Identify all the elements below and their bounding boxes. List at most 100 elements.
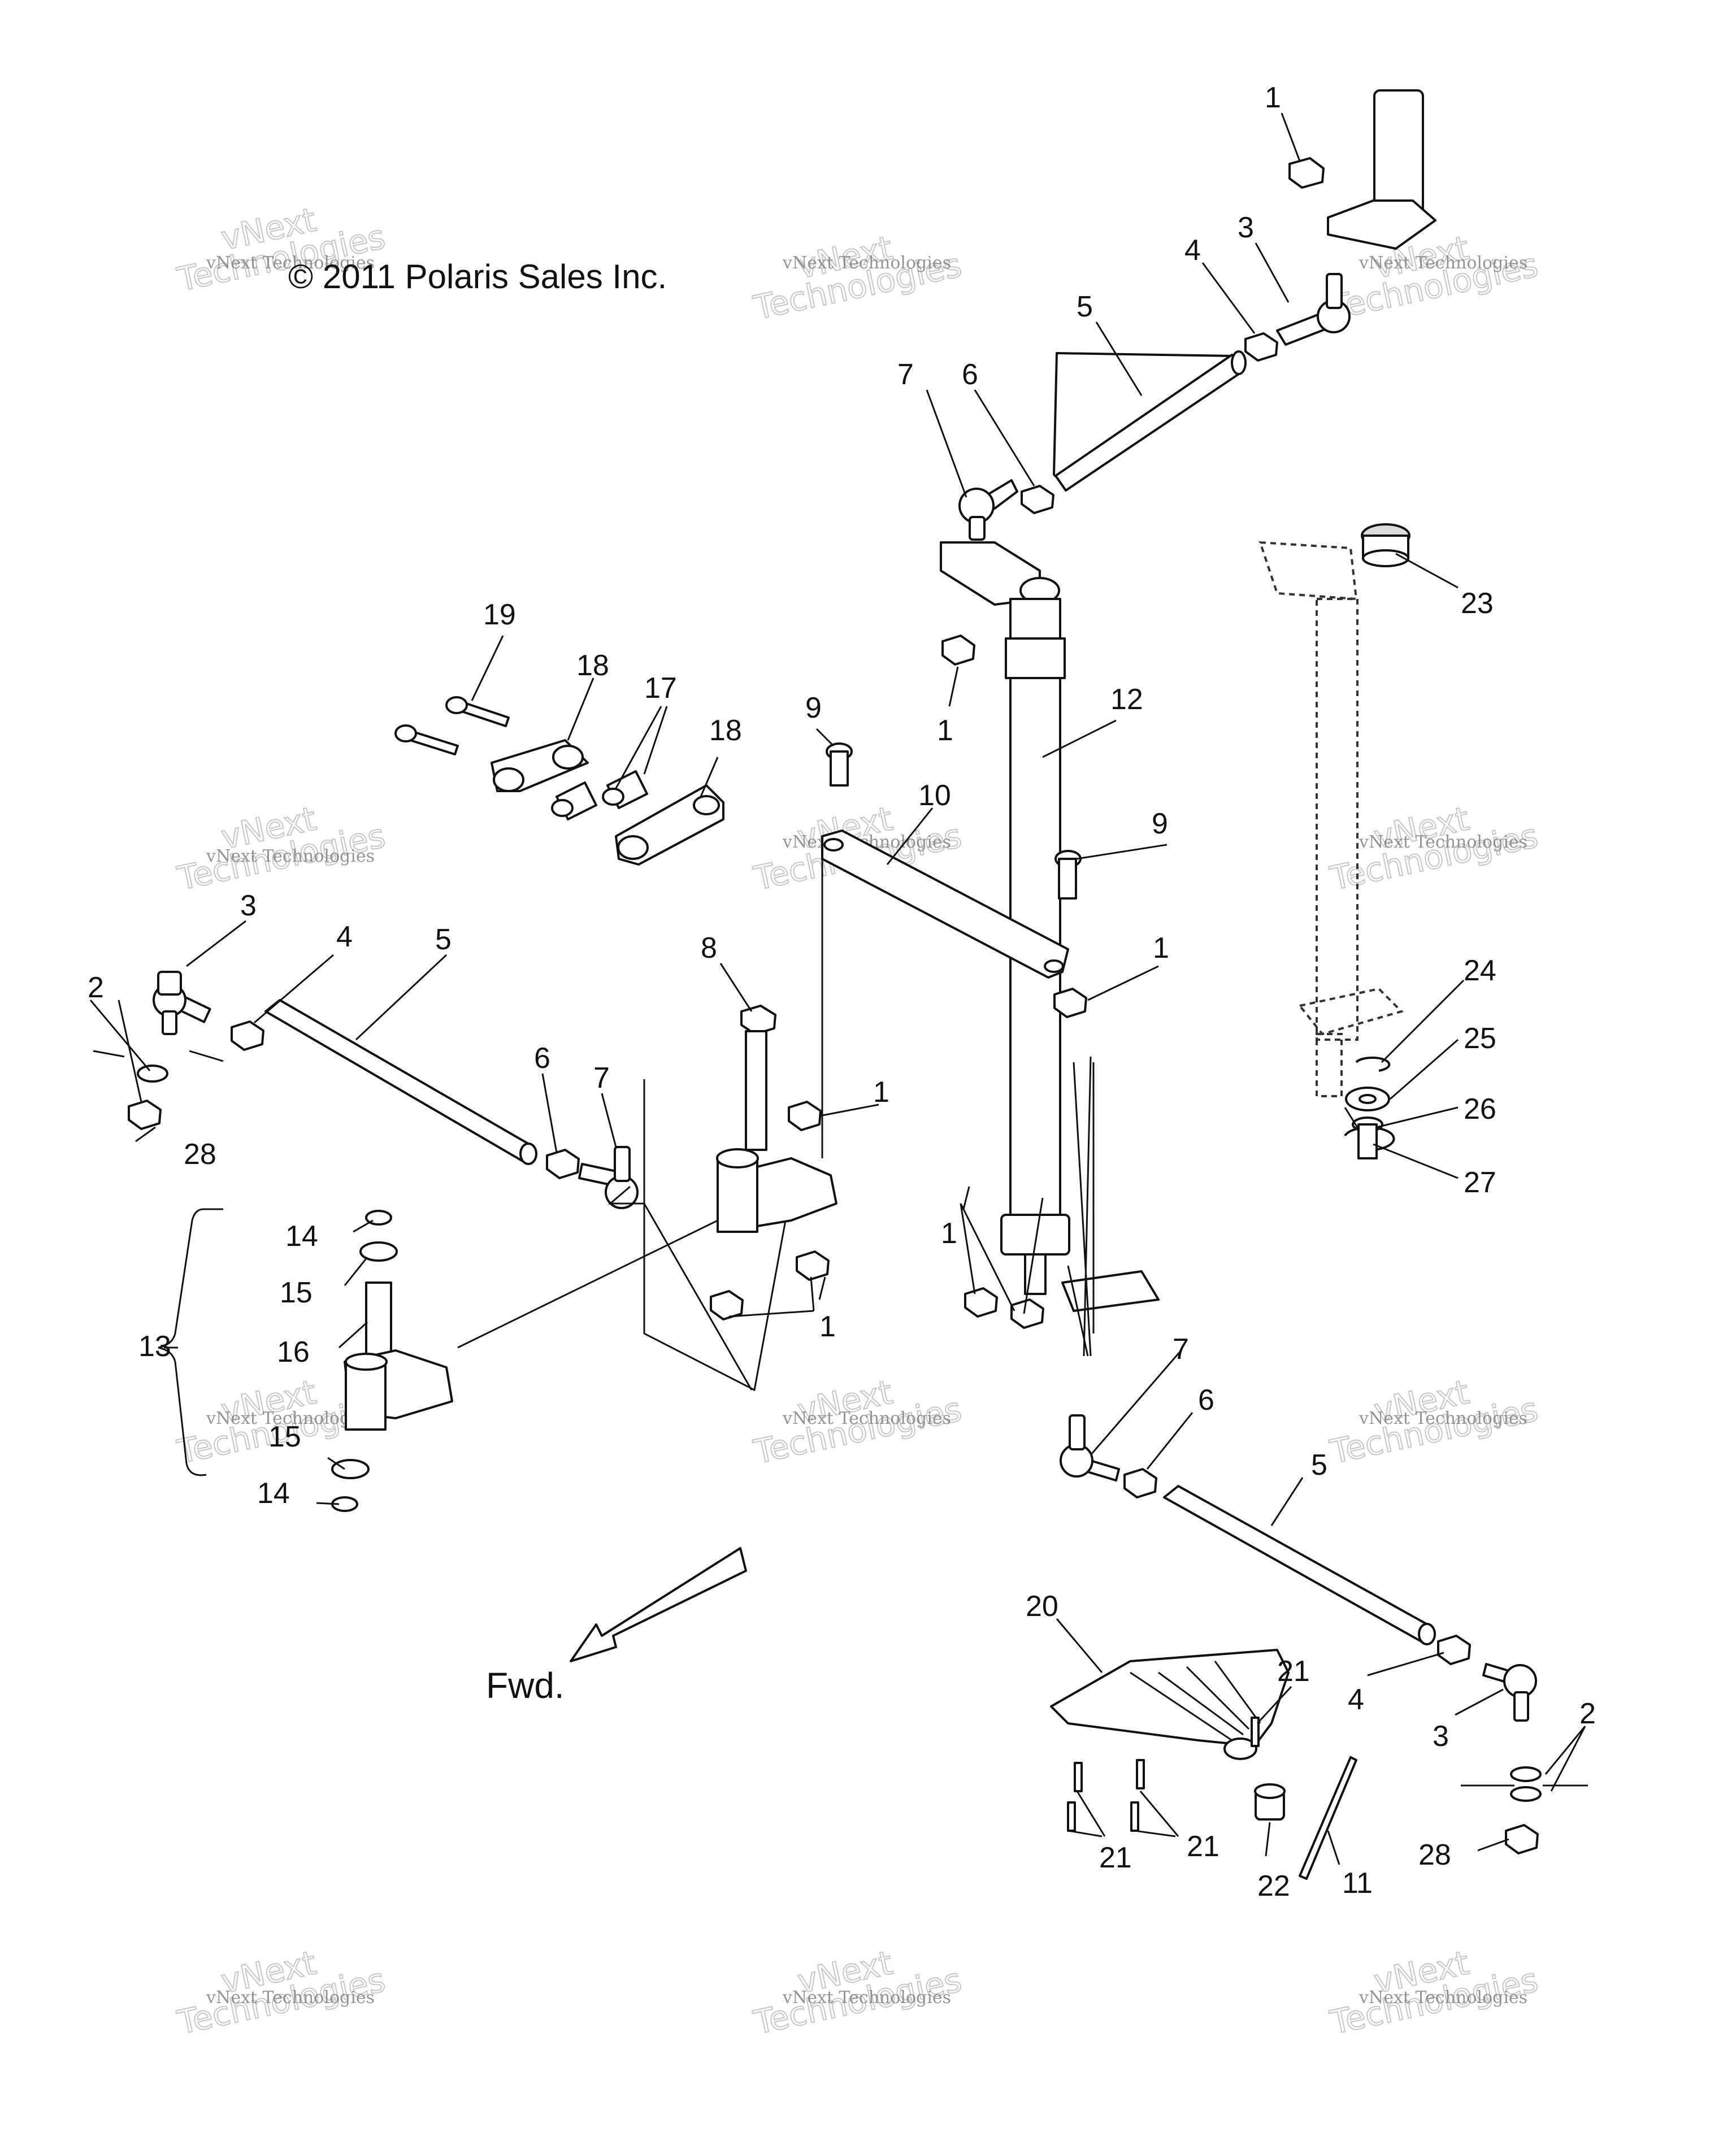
callout-18: 18 xyxy=(576,649,609,682)
steering-post-upper xyxy=(1327,89,1436,250)
bolt-9-right xyxy=(1054,850,1082,900)
callout-6: 6 xyxy=(962,358,978,391)
forward-arrow-icon xyxy=(570,1547,747,1662)
tie-rod-left xyxy=(264,999,537,1165)
callout-4: 4 xyxy=(1184,234,1201,267)
watermark-text: vNext Technologies xyxy=(1359,832,1527,852)
leader-lines xyxy=(89,112,1588,1865)
callout-1: 1 xyxy=(1153,932,1169,965)
callout-13: 13 xyxy=(138,1330,171,1363)
washer-2-left xyxy=(137,1065,168,1083)
callout-15: 15 xyxy=(268,1420,301,1453)
jam-nut-left-inner xyxy=(546,1149,580,1179)
nut-1-g xyxy=(710,1290,744,1320)
jam-nut-left xyxy=(231,1020,264,1051)
watermark-text: vNext Technologies xyxy=(782,1988,951,2008)
callout-1: 1 xyxy=(937,714,953,747)
tie-rod-upper xyxy=(1053,350,1247,492)
watermark-text: vNext Technologies xyxy=(206,846,375,866)
callout-6: 6 xyxy=(534,1042,550,1075)
callout-2: 2 xyxy=(1579,1697,1596,1730)
callout-6: 6 xyxy=(1198,1384,1214,1417)
bushing-26 xyxy=(1352,1117,1383,1159)
watermark: vNext Technologies xyxy=(750,1943,966,2042)
callout-21: 21 xyxy=(1187,1830,1219,1863)
callout-3: 3 xyxy=(1433,1720,1449,1753)
watermark-text: vNext Technologies xyxy=(206,253,375,273)
callout-15: 15 xyxy=(280,1276,313,1309)
callout-8: 8 xyxy=(701,932,717,965)
callout-10: 10 xyxy=(918,779,951,812)
callout-28: 28 xyxy=(1418,1839,1451,1871)
callout-5: 5 xyxy=(1311,1449,1327,1482)
boot-cover xyxy=(1050,1649,1290,1760)
watermark-text: vNext Technologies xyxy=(782,1409,951,1428)
callout-24: 24 xyxy=(1464,954,1496,987)
watermark: vNext Technologies xyxy=(173,798,389,898)
tie-rod-end-lower-right xyxy=(1060,1414,1120,1482)
steering-arm xyxy=(716,1148,837,1233)
callout-9: 9 xyxy=(805,692,822,724)
nut-1-b xyxy=(1053,988,1087,1018)
nut-1-e xyxy=(1010,1298,1044,1329)
bolt-9-left xyxy=(826,742,853,787)
callout-7: 7 xyxy=(593,1062,610,1094)
callout-1: 1 xyxy=(941,1217,957,1250)
washer-25 xyxy=(1345,1087,1390,1111)
callout-22: 22 xyxy=(1257,1870,1290,1902)
bushing-17 xyxy=(551,770,648,820)
callout-20: 20 xyxy=(1026,1590,1058,1623)
callout-2: 2 xyxy=(88,971,104,1004)
callout-7: 7 xyxy=(897,358,914,391)
callout-27: 27 xyxy=(1464,1166,1496,1199)
nut-top xyxy=(1288,157,1325,189)
watermarks: vNext Technologies vNext Technologies vN… xyxy=(173,199,1542,2042)
rivets-21 xyxy=(1067,1717,1260,1832)
tie-rod-end-lower-right-outer xyxy=(1482,1663,1537,1722)
callout-14: 14 xyxy=(285,1220,318,1253)
tie-rod-lower-right xyxy=(1163,1485,1436,1645)
callout-4: 4 xyxy=(336,920,353,953)
callout-21: 21 xyxy=(1099,1841,1132,1874)
tie-rod-end-left xyxy=(153,971,211,1035)
callout-numbers: 1 3 4 5 7 6 23 19 18 17 18 9 1 12 10 9 1… xyxy=(88,81,1596,1902)
bolt-19 xyxy=(394,696,510,755)
callout-28: 28 xyxy=(184,1138,216,1171)
bushing-22 xyxy=(1254,1783,1286,1821)
callout-25: 25 xyxy=(1464,1022,1496,1055)
callout-19: 19 xyxy=(483,598,516,631)
bracket-18-left xyxy=(491,739,589,792)
retaining-ring xyxy=(1344,1056,1395,1151)
callout-3: 3 xyxy=(1238,211,1254,244)
callout-5: 5 xyxy=(435,923,452,956)
callout-26: 26 xyxy=(1464,1093,1496,1126)
nut-28-right xyxy=(1505,1824,1539,1854)
watermark-text: vNext Technologies xyxy=(1359,1988,1527,2008)
jam-nut-lower-right xyxy=(1123,1468,1157,1498)
callout-21: 21 xyxy=(1277,1655,1310,1688)
callout-7: 7 xyxy=(1173,1333,1189,1366)
callout-1: 1 xyxy=(819,1310,836,1343)
tie-rod-end-upper-right xyxy=(1276,273,1351,346)
washer-2-right xyxy=(1510,1766,1542,1802)
jam-nut-upper-left xyxy=(1021,485,1054,514)
tie-rod-end-left-inner xyxy=(578,1146,639,1209)
steering-shaft-dotted xyxy=(1258,541,1404,1097)
nut-1-f xyxy=(796,1250,830,1281)
nut-1-d xyxy=(964,1287,998,1318)
watermark-text: vNext Technologies xyxy=(206,1988,375,2008)
callout-4: 4 xyxy=(1348,1683,1364,1716)
watermark-text: vNext Technologies xyxy=(1359,253,1527,273)
nut-1-a xyxy=(941,635,975,666)
tie-rod-end-upper-left xyxy=(958,479,1018,541)
copyright-text: © 2011 Polaris Sales Inc. xyxy=(288,258,667,296)
callout-1: 1 xyxy=(873,1076,889,1109)
callout-3: 3 xyxy=(240,889,257,922)
watermark: vNext Technologies xyxy=(1326,1943,1542,2042)
forward-label: Fwd. xyxy=(486,1665,565,1706)
callout-17: 17 xyxy=(644,672,677,705)
jam-nut-upper-right xyxy=(1244,332,1278,362)
cap xyxy=(1361,523,1410,567)
watermark: vNext Technologies xyxy=(173,1943,389,2042)
